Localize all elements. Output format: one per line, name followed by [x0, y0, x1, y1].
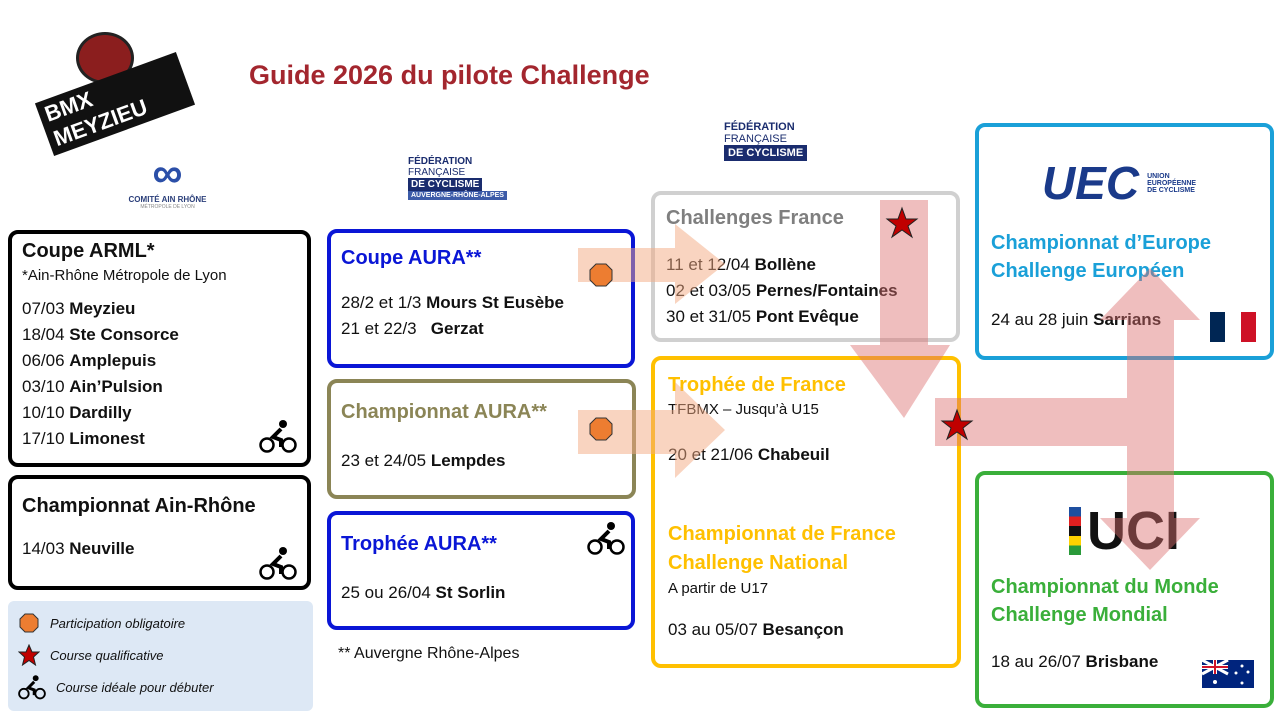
event-item: 06/06 Amplepuis	[22, 351, 157, 370]
event-item: 21 et 22/3 Gerzat	[341, 319, 484, 338]
event-item: 11 et 12/04 Bollène	[666, 255, 816, 274]
event-item: 07/03 Meyzieu	[22, 299, 136, 318]
event-item: 02 et 03/05 Pernes/Fontaines	[666, 281, 898, 300]
arrow-to-international	[935, 398, 1127, 446]
uci-logo: UCI	[991, 489, 1258, 573]
trophee-de-france-card: Trophée de France TFBMX – Jusqu’à U15 20…	[651, 356, 961, 668]
event-list: 07/03 Meyzieu 18/04 Ste Consorce 06/06 A…	[22, 296, 297, 452]
championnat-ain-rhone-card: Championnat Ain-Rhône 14/03 Neuville	[8, 475, 311, 590]
ffc-aura-logo: FÉDÉRATION FRANÇAISE DE CYCLISME AUVERGN…	[408, 143, 558, 213]
challenges-france-card: Challenges France 11 et 12/04 Bollène 02…	[651, 191, 960, 342]
championnat-aura-card: Championnat AURA** 23 et 24/05 Lempdes	[327, 379, 636, 499]
event-item: 10/10 Dardilly	[22, 403, 132, 422]
coupe-aura-card: Coupe AURA** 28/2 et 1/3 Mours St Eusèbe…	[327, 229, 635, 368]
championnat-monde-card: UCI Championnat du Monde Challenge Mondi…	[975, 471, 1274, 708]
bmx-meyzieu-logo: BMX MEYZIEU	[34, 32, 196, 156]
page-title: Guide 2026 du pilote Challenge	[249, 60, 650, 90]
bicycle-icon	[587, 522, 625, 555]
championnat-europe-card: UEC UNION EUROPÉENNE DE CYCLISME Champio…	[975, 123, 1274, 360]
event-item: 28/2 et 1/3 Mours St Eusèbe	[341, 293, 564, 312]
comite-ain-rhone-logo: ∞ COMITÉ AIN RHÔNE MÉTROPOLE DE LYON	[128, 148, 207, 210]
event-item: 18/04 Ste Consorce	[22, 325, 179, 344]
bicycle-icon	[259, 547, 297, 580]
france-flag-icon	[1210, 312, 1256, 342]
uec-logo: UEC UNION EUROPÉENNE DE CYCLISME	[1041, 157, 1197, 209]
legend: Participation obligatoire Course qualifi…	[8, 601, 313, 711]
australia-flag-icon	[1202, 660, 1254, 688]
legend-item: Course qualificative	[18, 639, 303, 671]
event-item: 30 et 31/05 Pont Evêque	[666, 307, 859, 326]
ffc-logo: FÉDÉRATION FRANÇAISE DE CYCLISME	[724, 103, 889, 178]
star-icon	[18, 644, 40, 666]
bicycle-icon	[18, 675, 46, 700]
coupe-arml-card: Coupe ARML* *Ain-Rhône Métropole de Lyon…	[8, 230, 311, 467]
trophee-aura-card: Trophée AURA** 25 ou 26/04 St Sorlin	[327, 511, 635, 630]
legend-item: Participation obligatoire	[18, 607, 303, 639]
aura-footnote: ** Auvergne Rhône-Alpes	[338, 645, 520, 662]
event-item: 17/10 Limonest	[22, 429, 145, 448]
legend-item: Course idéale pour débuter	[18, 671, 303, 703]
card-title: Coupe ARML*	[22, 240, 155, 262]
event-item: 03/10 Ain’Pulsion	[22, 377, 163, 396]
octagon-icon	[19, 613, 39, 633]
bicycle-icon	[259, 420, 297, 453]
